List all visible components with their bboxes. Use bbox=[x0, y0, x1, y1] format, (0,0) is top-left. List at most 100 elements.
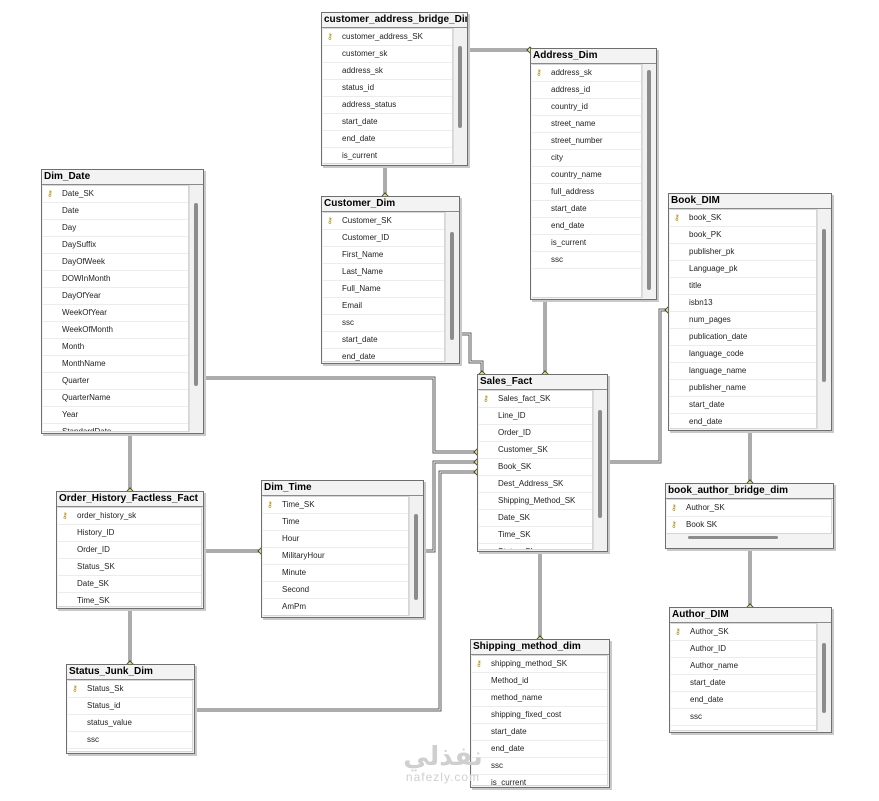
column-row[interactable]: First_Name bbox=[323, 247, 444, 264]
column-row[interactable]: MilitaryHour bbox=[263, 548, 408, 565]
column-row[interactable]: ssc bbox=[532, 252, 641, 269]
column-row[interactable]: country_name bbox=[532, 167, 641, 184]
column-row[interactable]: address_status bbox=[323, 97, 452, 114]
vertical-scrollbar[interactable] bbox=[409, 496, 423, 616]
column-row[interactable]: end_date bbox=[532, 218, 641, 235]
horizontal-scrollbar[interactable] bbox=[688, 536, 778, 539]
column-row[interactable]: language_name bbox=[670, 363, 816, 380]
column-row[interactable]: MonthName bbox=[43, 356, 188, 373]
column-row[interactable]: Quarter bbox=[43, 373, 188, 390]
column-row[interactable]: language_code bbox=[670, 346, 816, 363]
column-row[interactable]: Dest_Address_SK bbox=[479, 476, 592, 493]
column-row[interactable]: Customer_SK bbox=[479, 442, 592, 459]
column-row[interactable]: city bbox=[532, 150, 641, 167]
column-row[interactable]: Author_name bbox=[671, 658, 816, 675]
column-row[interactable]: end_date bbox=[671, 692, 816, 709]
column-row[interactable]: Author_ID bbox=[671, 641, 816, 658]
column-row[interactable]: Line_ID bbox=[479, 408, 592, 425]
column-row[interactable]: Shipping_Method_SK bbox=[479, 493, 592, 510]
column-row[interactable]: publication_date bbox=[670, 329, 816, 346]
column-row[interactable]: ⚷Sales_fact_SK bbox=[479, 391, 592, 408]
vertical-scrollbar[interactable] bbox=[817, 209, 831, 429]
column-row[interactable]: method_name bbox=[472, 690, 607, 707]
column-row[interactable]: ⚷Status_Sk bbox=[68, 681, 192, 698]
column-row[interactable]: ⚷address_sk bbox=[532, 65, 641, 82]
column-row[interactable]: Second bbox=[263, 582, 408, 599]
column-row[interactable]: Month bbox=[43, 339, 188, 356]
column-row[interactable]: Full_Name bbox=[323, 281, 444, 298]
column-row[interactable]: WeekOfMonth bbox=[43, 322, 188, 339]
column-row[interactable]: Date_SK bbox=[58, 576, 201, 593]
column-row[interactable]: Date_SK bbox=[479, 510, 592, 527]
column-row[interactable]: status_value bbox=[68, 715, 192, 732]
column-row[interactable]: Year bbox=[43, 407, 188, 424]
column-row[interactable]: end_date bbox=[472, 741, 607, 758]
column-row[interactable]: is_current bbox=[532, 235, 641, 252]
column-row[interactable]: end_date bbox=[670, 414, 816, 428]
table-customer-address-bridge-dim[interactable]: customer_address_bridge_Dim ⚷customer_ad… bbox=[321, 12, 468, 166]
column-row[interactable]: Language_pk bbox=[670, 261, 816, 278]
column-row[interactable]: AmPm bbox=[263, 599, 408, 615]
column-row[interactable]: book_PK bbox=[670, 227, 816, 244]
column-row[interactable]: QuarterName bbox=[43, 390, 188, 407]
column-row[interactable]: start_date bbox=[472, 724, 607, 741]
vertical-scrollbar[interactable] bbox=[817, 623, 831, 731]
column-row[interactable]: Status_SK bbox=[58, 559, 201, 576]
column-row[interactable]: customer_sk bbox=[323, 46, 452, 63]
column-row[interactable]: ssc bbox=[323, 315, 444, 332]
column-row[interactable]: Time_SK bbox=[58, 593, 201, 606]
vertical-scrollbar[interactable] bbox=[189, 185, 203, 432]
column-row[interactable]: ⚷shipping_method_SK bbox=[472, 656, 607, 673]
column-row[interactable]: start_date bbox=[323, 332, 444, 349]
column-row[interactable]: ⚷Author_SK bbox=[667, 500, 831, 517]
column-row[interactable]: street_name bbox=[532, 116, 641, 133]
column-row[interactable]: ssc bbox=[472, 758, 607, 775]
column-row[interactable]: ⚷customer_address_SK bbox=[323, 29, 452, 46]
column-row[interactable]: Email bbox=[323, 298, 444, 315]
column-row[interactable]: Date bbox=[43, 203, 188, 220]
vertical-scrollbar[interactable] bbox=[445, 212, 459, 362]
column-row[interactable]: ⚷Author_SK bbox=[671, 624, 816, 641]
column-row[interactable]: Status_id bbox=[68, 698, 192, 715]
column-row[interactable]: Minute bbox=[263, 565, 408, 582]
column-row[interactable]: Day bbox=[43, 220, 188, 237]
column-row[interactable]: Customer_ID bbox=[323, 230, 444, 247]
column-row[interactable]: ⚷Time_SK bbox=[263, 497, 408, 514]
column-row[interactable]: country_id bbox=[532, 99, 641, 116]
relationship-line[interactable] bbox=[422, 460, 477, 553]
vertical-scrollbar[interactable] bbox=[593, 390, 607, 550]
column-row[interactable]: StandardDate bbox=[43, 424, 188, 431]
column-row[interactable]: start_date bbox=[670, 397, 816, 414]
relationship-line[interactable] bbox=[606, 308, 668, 464]
relationship-line[interactable] bbox=[202, 376, 477, 454]
column-row[interactable]: ⚷Date_SK bbox=[43, 186, 188, 203]
column-row[interactable]: Time_SK bbox=[479, 527, 592, 544]
column-row[interactable]: full_address bbox=[532, 184, 641, 201]
column-row[interactable]: num_pages bbox=[670, 312, 816, 329]
column-row[interactable]: Book_SK bbox=[479, 459, 592, 476]
column-row[interactable]: Method_id bbox=[472, 673, 607, 690]
column-row[interactable]: start_date bbox=[532, 201, 641, 218]
column-row[interactable]: Hour bbox=[263, 531, 408, 548]
column-row[interactable]: ⚷Customer_SK bbox=[323, 213, 444, 230]
column-row[interactable]: shipping_fixed_cost bbox=[472, 707, 607, 724]
vertical-scrollbar[interactable] bbox=[642, 64, 656, 298]
column-row[interactable]: Order_ID bbox=[479, 425, 592, 442]
column-row[interactable]: ⚷book_SK bbox=[670, 210, 816, 227]
column-row[interactable]: WeekOfYear bbox=[43, 305, 188, 322]
column-row[interactable]: Last_Name bbox=[323, 264, 444, 281]
column-row[interactable]: Order_ID bbox=[58, 542, 201, 559]
column-row[interactable]: is_current bbox=[323, 148, 452, 163]
column-row[interactable]: Status_Sk bbox=[479, 544, 592, 549]
column-row[interactable]: ⚷order_history_sk bbox=[58, 508, 201, 525]
column-row[interactable]: publisher_pk bbox=[670, 244, 816, 261]
